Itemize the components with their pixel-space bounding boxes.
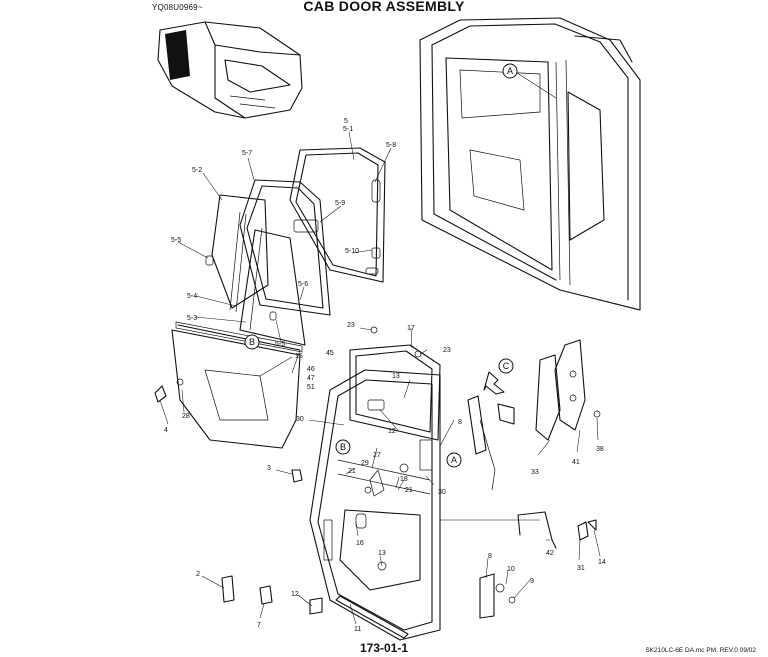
- door-trim-panel: [154, 321, 303, 449]
- part-label: 41: [572, 459, 580, 466]
- part-label: 8: [488, 553, 492, 560]
- door-glass-assembly: [205, 147, 386, 346]
- part-label: 30: [438, 489, 446, 496]
- small-hardware: [221, 326, 516, 639]
- part-label: 30: [296, 416, 304, 423]
- part-label: 5-8: [386, 142, 396, 149]
- part-label: 5-5: [171, 237, 181, 244]
- callout-a-door: A: [446, 452, 462, 468]
- part-label: 42: [546, 550, 554, 557]
- part-label: 5-10: [345, 248, 359, 255]
- part-label: 38: [596, 446, 604, 453]
- page-title: CAB DOOR ASSEMBLY: [303, 0, 465, 14]
- image-code: YQ08U0969~: [152, 3, 203, 12]
- part-label: 5-7: [242, 150, 252, 157]
- part-label: 18: [400, 476, 408, 483]
- svg-text:B: B: [249, 337, 255, 347]
- part-label: 13: [392, 373, 400, 380]
- model-code: SK210LC-6E DA.mc PM. REV.0 09/02: [645, 647, 756, 654]
- hinge-and-lock-parts: [467, 339, 601, 549]
- part-label: 31: [577, 565, 585, 572]
- part-label: 10: [507, 566, 515, 573]
- part-label: 13: [378, 550, 386, 557]
- callout-b-door: B: [335, 439, 351, 455]
- part-label: 23: [443, 347, 451, 354]
- part-label: 4: [164, 427, 168, 434]
- part-label: 45: [326, 350, 334, 357]
- part-label: 7: [257, 622, 261, 629]
- part-label: 5-1: [343, 126, 353, 133]
- part-label: 28: [182, 413, 190, 420]
- part-labels: 5-7 5-2 5 5-1 5-8 5-9 5-5 5-10 5-6 5-4 5…: [164, 118, 606, 633]
- part-label: 8: [458, 419, 462, 426]
- part-label: 27: [373, 452, 381, 459]
- part-label: 15: [295, 353, 303, 360]
- part-label: 5: [344, 118, 348, 125]
- cab-body: [419, 17, 641, 311]
- part-label: 5-9: [335, 200, 345, 207]
- callout-b-trim: B: [244, 334, 260, 350]
- part-label: 12: [388, 428, 396, 435]
- part-label: 21: [405, 487, 413, 494]
- part-label: 3: [267, 465, 271, 472]
- callout-c: C: [498, 358, 514, 374]
- part-label: 21: [348, 468, 356, 475]
- part-label: 2: [196, 571, 200, 578]
- callout-a-top: A: [502, 63, 518, 79]
- part-label: 11: [354, 626, 361, 633]
- part-label: 5-4: [187, 293, 197, 300]
- part-label: 29: [361, 460, 369, 467]
- part-label: 46: [307, 366, 315, 373]
- svg-text:A: A: [451, 455, 457, 465]
- door-frame: [309, 344, 441, 641]
- part-label: 16: [356, 540, 364, 547]
- svg-text:B: B: [340, 442, 346, 452]
- svg-text:C: C: [503, 361, 510, 371]
- part-label: 5-6: [298, 281, 308, 288]
- part-label: 17: [407, 325, 415, 332]
- part-label: 5-2: [192, 167, 202, 174]
- part-label: 5-3: [187, 315, 197, 322]
- part-label: 33: [531, 469, 539, 476]
- part-label: 12: [291, 591, 299, 598]
- part-label: 23: [347, 322, 355, 329]
- page-number: 173-01-1: [359, 641, 409, 655]
- part-label: 9: [530, 578, 534, 585]
- part-label: 47: [307, 375, 315, 382]
- part-label: 51: [307, 384, 315, 391]
- part-label: 14: [598, 559, 606, 566]
- leader-lines: [159, 131, 601, 625]
- machine-thumbnail: [157, 21, 303, 119]
- svg-text:A: A: [507, 66, 513, 76]
- part-label: 5-5: [275, 341, 285, 348]
